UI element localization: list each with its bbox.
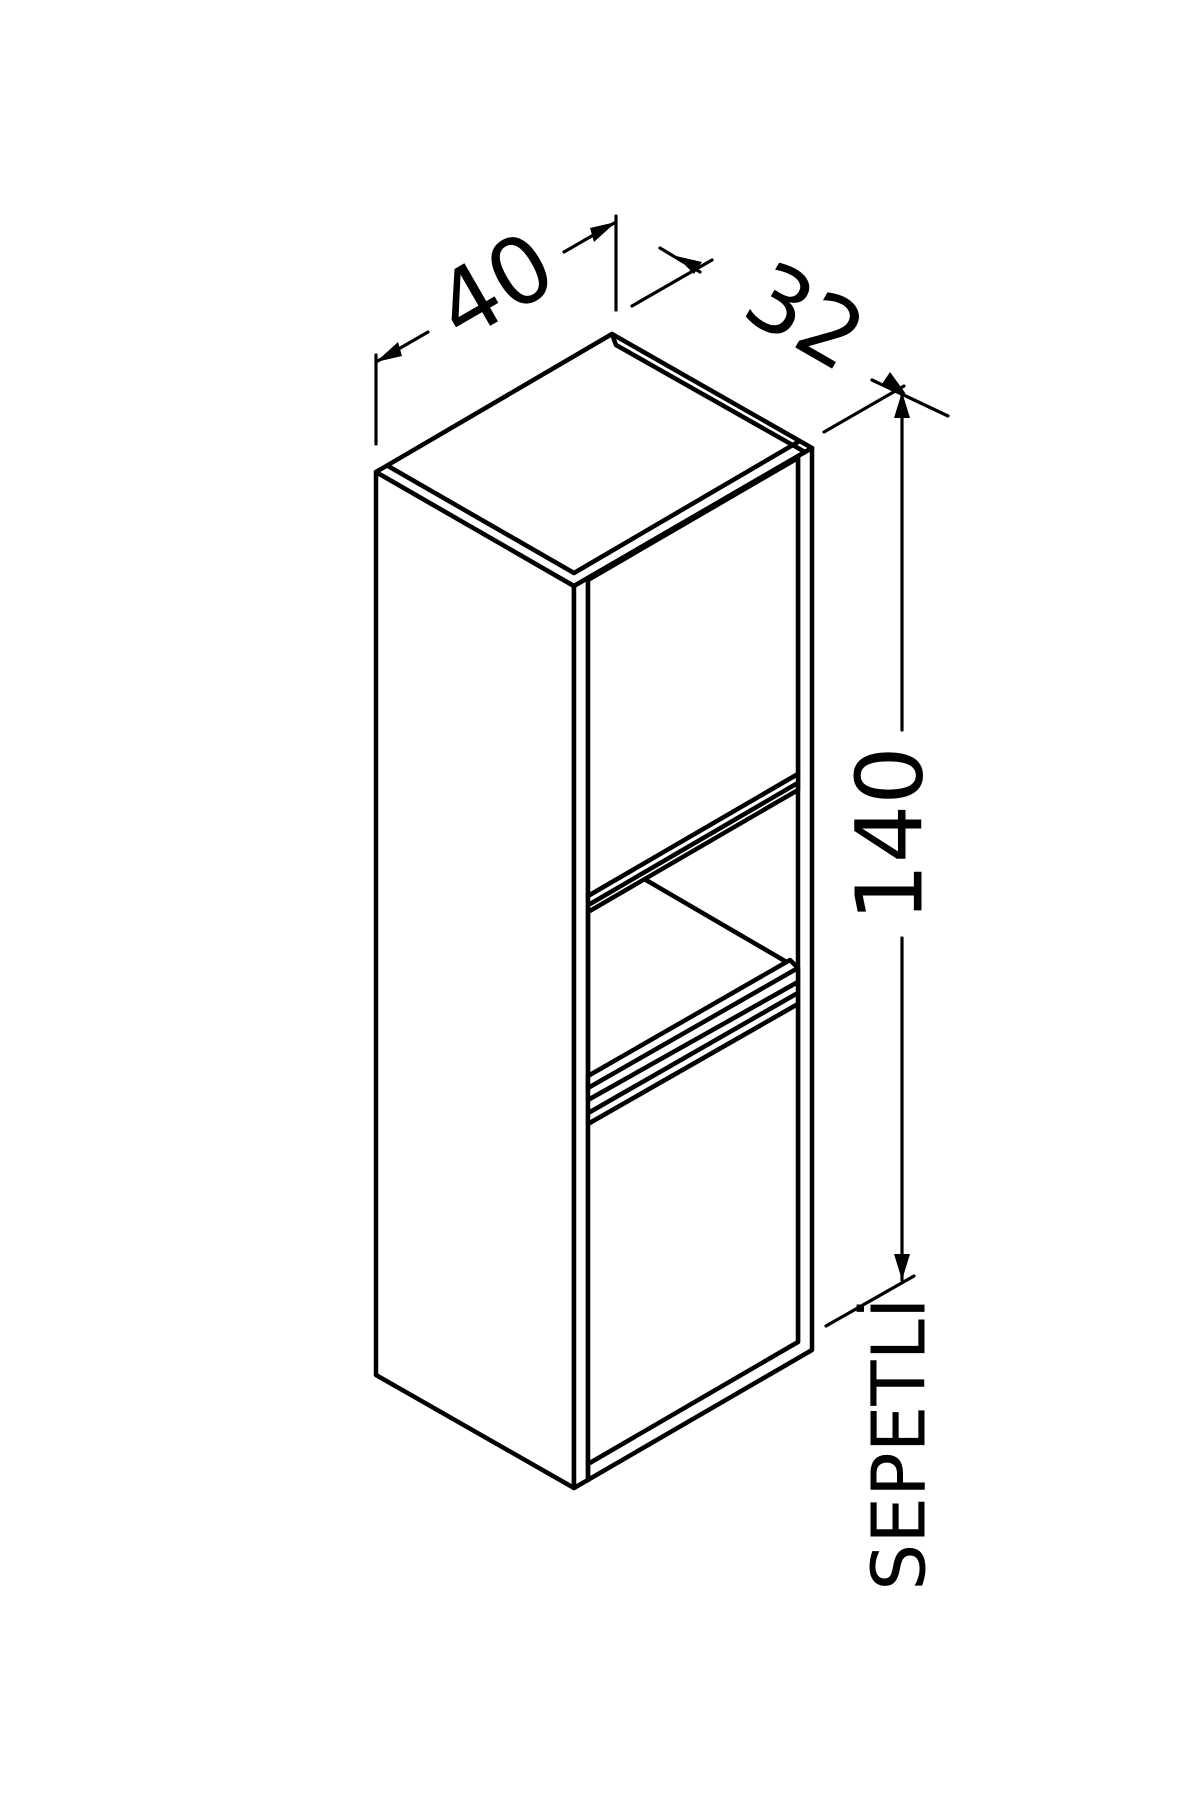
depth-arrow-top [676, 256, 702, 274]
cabinet [373, 331, 815, 1491]
lower-door-handle-shadow [587, 991, 799, 1115]
cabinet-left-side [373, 469, 577, 1491]
width-arrow-left [376, 342, 402, 362]
height-arrow-top [894, 392, 910, 418]
depth-arrow-bottom [882, 372, 906, 394]
depth-dimension-label: 32 [728, 241, 883, 392]
cabinet-top-back-edge [609, 331, 815, 459]
cabinet-top-edge [385, 439, 801, 576]
height-dimension-label: 140 [836, 746, 943, 922]
width-arrow-right [590, 222, 616, 242]
lower-door [585, 1001, 801, 1467]
basket-label: SEPETLİ [856, 1297, 943, 1590]
dimension-height: 140 [824, 390, 943, 1328]
height-arrow-bottom [894, 1254, 910, 1280]
width-dimension-label: 40 [417, 211, 572, 362]
open-niche [585, 877, 801, 1103]
upper-door-handle-shadow [587, 781, 799, 907]
